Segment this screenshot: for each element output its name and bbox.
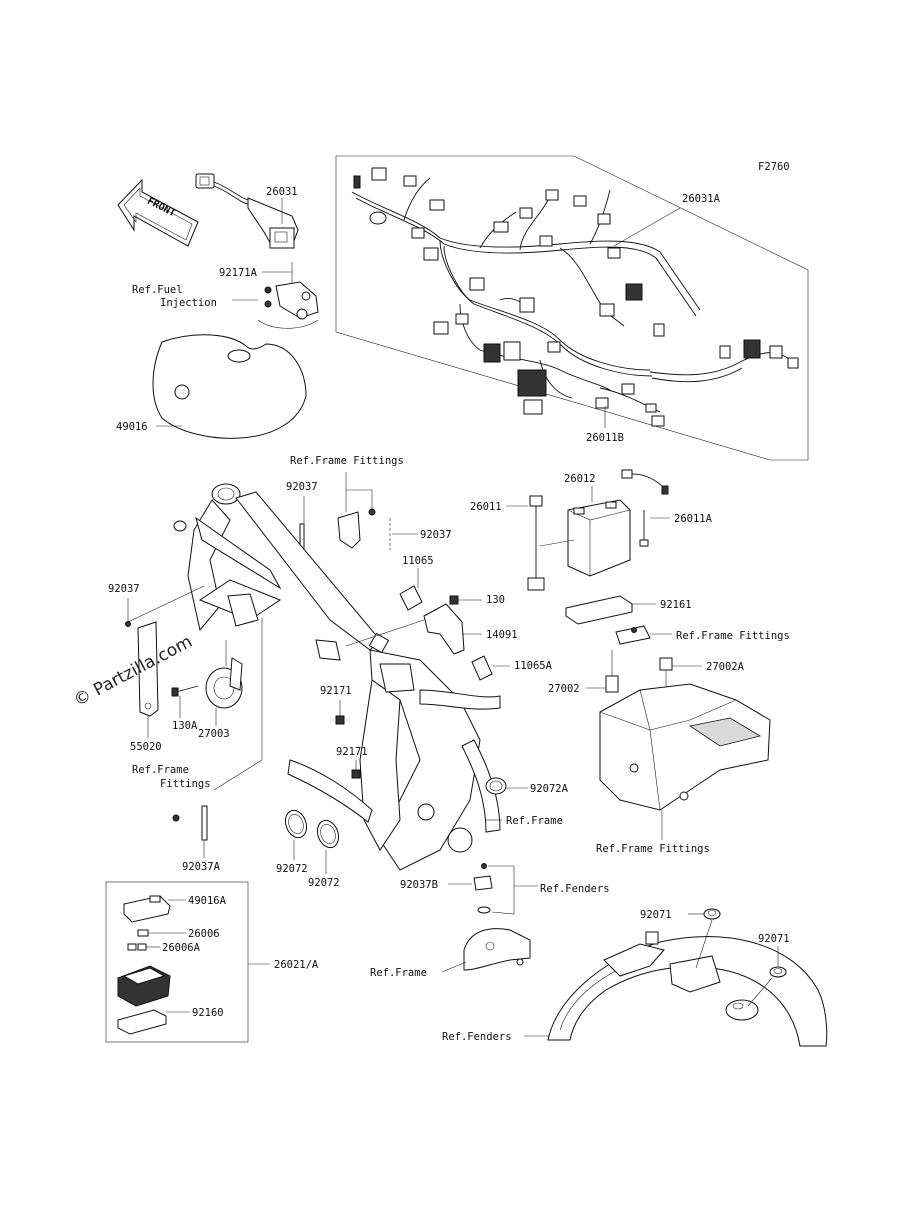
part-92071-grommet-a[interactable]	[703, 908, 721, 920]
label-ref-fenders-bottom: Ref.Fenders	[442, 1031, 512, 1043]
part-130A-bolt[interactable]	[171, 685, 199, 697]
watermark: © Partzilla.com	[71, 632, 196, 711]
part-26006A-fuse[interactable]	[127, 943, 147, 951]
label-92160: 92160	[192, 1007, 224, 1019]
part-92072-clamp-a[interactable]	[282, 807, 310, 840]
ref-frame-lower-bracket	[463, 928, 531, 971]
part-92071-grommet-b[interactable]	[769, 966, 787, 978]
part-130-bolt[interactable]	[449, 595, 459, 605]
label-92161: 92161	[660, 599, 692, 611]
part-11065A-grommet[interactable]	[471, 655, 493, 681]
label-92171-b: 92171	[336, 746, 368, 758]
label-ref-frame-fittings-top: Ref.Frame Fittings	[290, 455, 404, 467]
harness-box	[335, 155, 809, 461]
part-11065-grommet[interactable]	[399, 585, 423, 611]
label-26006A: 26006A	[162, 942, 201, 954]
part-92171-bolt-b[interactable]	[351, 769, 361, 779]
label-130A: 130A	[172, 720, 198, 732]
fuel-injection-bracket	[257, 281, 319, 329]
part-26031A-main-harness[interactable]	[351, 177, 791, 413]
motorcycle-frame	[173, 483, 501, 871]
label-92171A: 92171A	[219, 267, 258, 279]
label-49016: 49016	[116, 421, 148, 433]
label-ref-frame-left: Ref.Frame	[132, 764, 189, 776]
label-92072-b: 92072	[308, 877, 340, 889]
front-arrow-icon: FRONT	[117, 178, 199, 247]
part-49016A-cover[interactable]	[123, 895, 171, 923]
ref-frame-fittings-bracket	[615, 625, 651, 645]
part-26021-fuse-box[interactable]	[117, 965, 171, 1007]
label-14091: 14091	[486, 629, 518, 641]
battery-case-tray	[599, 683, 771, 811]
label-ref-fittings-left: Fittings	[160, 778, 211, 790]
label-92171-a: 92171	[320, 685, 352, 697]
label-92037A: 92037A	[182, 861, 221, 873]
label-55020: 55020	[130, 741, 162, 753]
label-ref-fuel: Ref.Fuel	[132, 284, 183, 296]
bracket-frame-fitting	[337, 508, 376, 549]
label-130: 130	[486, 594, 505, 606]
part-92037B-fasteners[interactable]	[473, 863, 493, 914]
label-11065A: 11065A	[514, 660, 553, 672]
part-27002-relay[interactable]	[605, 650, 619, 693]
label-27002A: 27002A	[706, 661, 745, 673]
part-27002A-relay[interactable]	[659, 657, 673, 692]
figure-code: F2760	[758, 161, 790, 173]
label-26012: 26012	[564, 473, 596, 485]
label-26011B: 26011B	[586, 432, 624, 444]
part-26011-cable[interactable]	[527, 495, 575, 591]
label-ref-frame-bottom: Ref.Frame	[370, 967, 427, 979]
label-92072A: 92072A	[530, 783, 569, 795]
label-ref-fenders-top: Ref.Fenders	[540, 883, 610, 895]
part-26012-battery[interactable]	[567, 499, 631, 577]
part-92171-bolt-a[interactable]	[335, 715, 345, 725]
label-92071-b: 92071	[758, 933, 790, 945]
label-26031: 26031	[266, 186, 298, 198]
label-26011: 26011	[470, 501, 502, 513]
harness-connectors	[353, 167, 799, 427]
label-92037-left: 92037	[108, 583, 140, 595]
label-92037-right: 92037	[420, 529, 452, 541]
part-27003-horn[interactable]	[205, 640, 243, 709]
label-ref-frame-fittings-right: Ref.Frame Fittings	[676, 630, 790, 642]
label-92072-a: 92072	[276, 863, 308, 875]
label-26021A: 26021/A	[274, 959, 319, 971]
part-92072-clamp-b[interactable]	[314, 817, 342, 850]
part-26031[interactable]	[195, 173, 299, 249]
part-55020-bracket[interactable]	[137, 621, 159, 717]
label-49016A: 49016A	[188, 895, 227, 907]
label-ref-frame-mid: Ref.Frame	[506, 815, 563, 827]
label-ref-fuel-injection: Injection	[160, 297, 217, 309]
part-14091-cover[interactable]	[423, 603, 465, 655]
part-92037A-pin[interactable]	[172, 805, 208, 841]
label-27002: 27002	[548, 683, 580, 695]
part-92160-pad[interactable]	[117, 1009, 167, 1035]
label-ref-frame-fittings-bottom: Ref.Frame Fittings	[596, 843, 710, 855]
label-27003: 27003	[198, 728, 230, 740]
part-49016-pad[interactable]	[152, 334, 307, 439]
part-26006-fuse[interactable]	[137, 929, 149, 937]
rear-fender	[547, 931, 828, 1047]
label-92071-a: 92071	[640, 909, 672, 921]
label-26011A: 26011A	[674, 513, 713, 525]
label-26006: 26006	[188, 928, 220, 940]
part-26011A-cable[interactable]	[621, 469, 669, 547]
part-92161-pad[interactable]	[565, 595, 633, 625]
label-26031A: 26031A	[682, 193, 721, 205]
part-92072A-clamp[interactable]	[485, 777, 507, 795]
label-11065: 11065	[402, 555, 434, 567]
label-92037-top: 92037	[286, 481, 318, 493]
kit-box	[105, 881, 249, 1043]
label-92037B: 92037B	[400, 879, 438, 891]
